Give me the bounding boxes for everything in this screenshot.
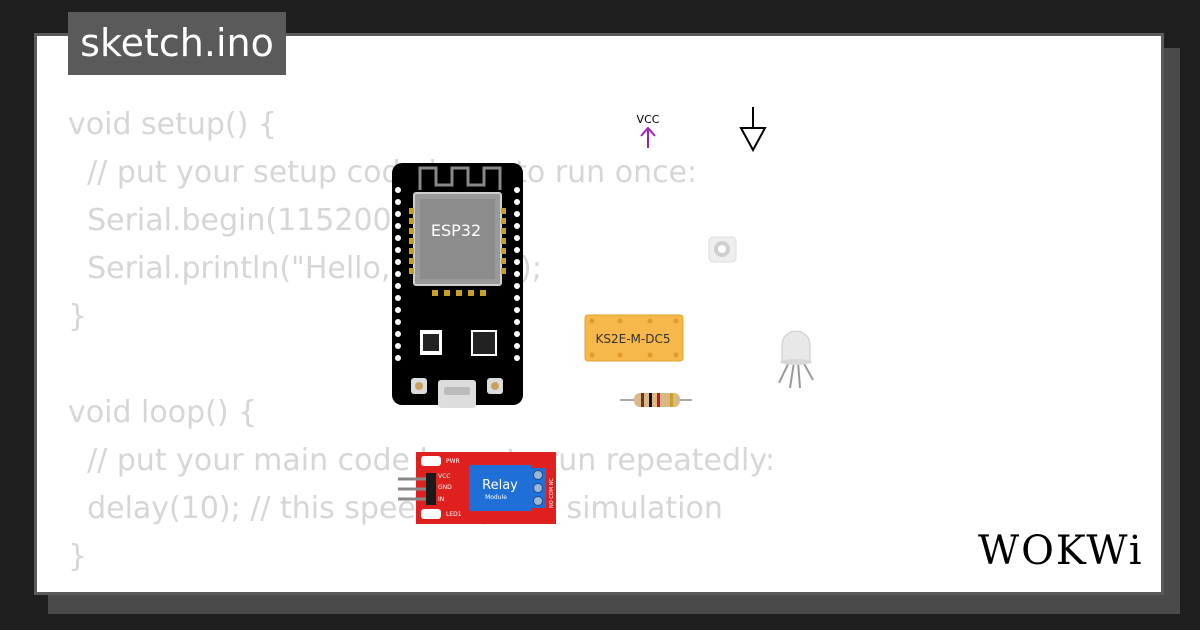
neopixel[interactable] <box>708 236 737 263</box>
code-line: } <box>68 539 88 574</box>
code-line: void loop() { <box>68 395 258 430</box>
wokwi-logo: WOKWi <box>978 528 1144 574</box>
esp32-board[interactable]: ESP32 <box>392 163 523 408</box>
vcc-label: VCC <box>637 113 660 126</box>
esp32-label: ESP32 <box>431 221 481 240</box>
relay-module-pin-in: IN <box>438 496 444 503</box>
vcc-symbol[interactable]: VCC <box>637 113 660 148</box>
editor-card <box>34 33 1164 595</box>
relay-module-title: Relay <box>482 478 518 493</box>
rgb-led[interactable] <box>778 330 814 389</box>
brand-name: WOKWi <box>978 528 1144 574</box>
code-line: } <box>68 299 88 334</box>
code-line: Serial.begin(115200); <box>68 203 414 238</box>
relay-module[interactable]: PWR VCC GND IN LED1 Relay Module NO COM … <box>398 452 556 524</box>
code-line: // put your setup code here, to run once… <box>68 155 698 190</box>
code-line: void setup() { <box>68 107 277 142</box>
resistor[interactable] <box>620 393 692 407</box>
relay-ks2e[interactable]: KS2E-M-DC5 <box>584 314 684 362</box>
relay-module-led-label: LED1 <box>446 511 462 518</box>
relay-ks2e-label: KS2E-M-DC5 <box>596 332 671 346</box>
relay-module-pin-gnd: GND <box>438 484 452 491</box>
relay-module-pwr-label: PWR <box>446 458 460 465</box>
ground-symbol[interactable] <box>739 107 767 153</box>
relay-module-pin-vcc: VCC <box>438 473 450 480</box>
file-tab[interactable]: sketch.ino <box>68 12 286 75</box>
relay-module-terminal-labels: NO COM NC <box>549 478 555 508</box>
relay-module-subtitle: Module <box>485 494 507 501</box>
